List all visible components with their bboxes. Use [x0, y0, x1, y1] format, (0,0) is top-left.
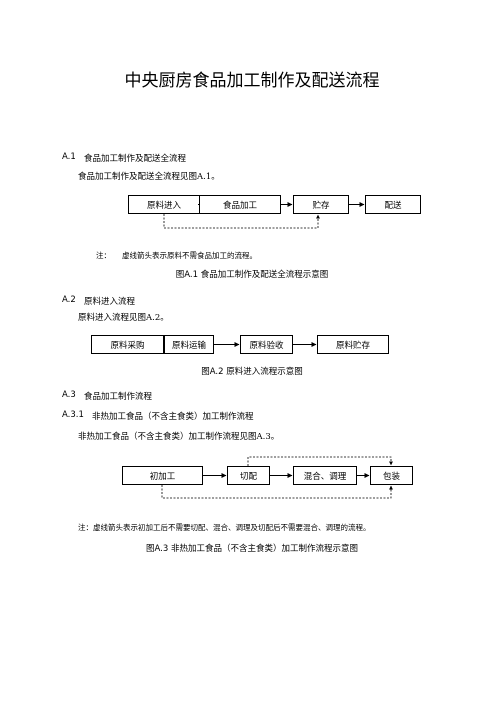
section-a3-heading: 食品加工制作流程	[84, 392, 153, 402]
section-a2-number: A.2	[62, 295, 76, 305]
flow-box-raw-material-entry: 原料进入	[128, 195, 200, 214]
flow-box-raw-material-purchase: 原料采购	[91, 335, 164, 354]
section-a2-heading: 原料进入流程	[84, 297, 136, 307]
section-a2-intro: 原料进入流程见图A.2。	[78, 313, 169, 323]
flow-box-cutting: 切配	[227, 466, 270, 485]
section-a1-note-label: 注：	[96, 251, 111, 260]
section-a1-note-text: 虚线箭头表示原料不需食品加工的流程。	[122, 251, 257, 260]
section-a3-number: A.3	[62, 390, 76, 400]
section-a31-note: 注：虚线箭头表示初加工后不需要切配、混合、调理及切配后不需要混合、调理的流程。	[78, 523, 371, 532]
section-a31-heading: 非热加工食品（不含主食类）加工制作流程	[92, 412, 254, 422]
flow-box-raw-material-storage: 原料贮存	[317, 335, 389, 354]
flow-box-delivery: 配送	[365, 195, 421, 214]
section-a31-intro: 非热加工食品（不含主食类）加工制作流程见图A.3。	[78, 432, 280, 442]
flow-box-storage: 贮存	[293, 195, 349, 214]
section-a1-number: A.1	[62, 152, 76, 162]
section-a1-heading: 食品加工制作及配送全流程	[84, 154, 187, 164]
flow-box-mixing-conditioning: 混合、调理	[293, 466, 357, 485]
dashed-bypass-cutting-to-packaging	[247, 456, 393, 466]
flow-box-packaging: 包装	[370, 466, 413, 485]
dashed-bypass-entry-to-storage	[163, 214, 320, 229]
flow-box-raw-material-transport: 原料运输	[164, 335, 214, 354]
flow-box-food-processing: 食品加工	[199, 195, 281, 214]
figure-a3-caption: 图A.3 非热加工食品（不含主食类）加工制作流程示意图	[146, 544, 358, 554]
figure-a1-caption: 图A.1 食品加工制作及配送全流程示意图	[175, 270, 329, 280]
flow-box-raw-material-inspection: 原料验收	[240, 335, 293, 354]
section-a31-number: A.3.1	[62, 410, 84, 420]
figure-a2-caption: 图A.2 原料进入流程示意图	[201, 367, 303, 377]
page-title: 中央厨房食品加工制作及配送流程	[124, 71, 380, 91]
dashed-bypass-preliminary-to-packaging	[161, 485, 393, 499]
section-a1-intro: 食品加工制作及配送全流程见图A.1。	[78, 172, 220, 182]
flow-box-preliminary-processing: 初加工	[122, 466, 203, 485]
